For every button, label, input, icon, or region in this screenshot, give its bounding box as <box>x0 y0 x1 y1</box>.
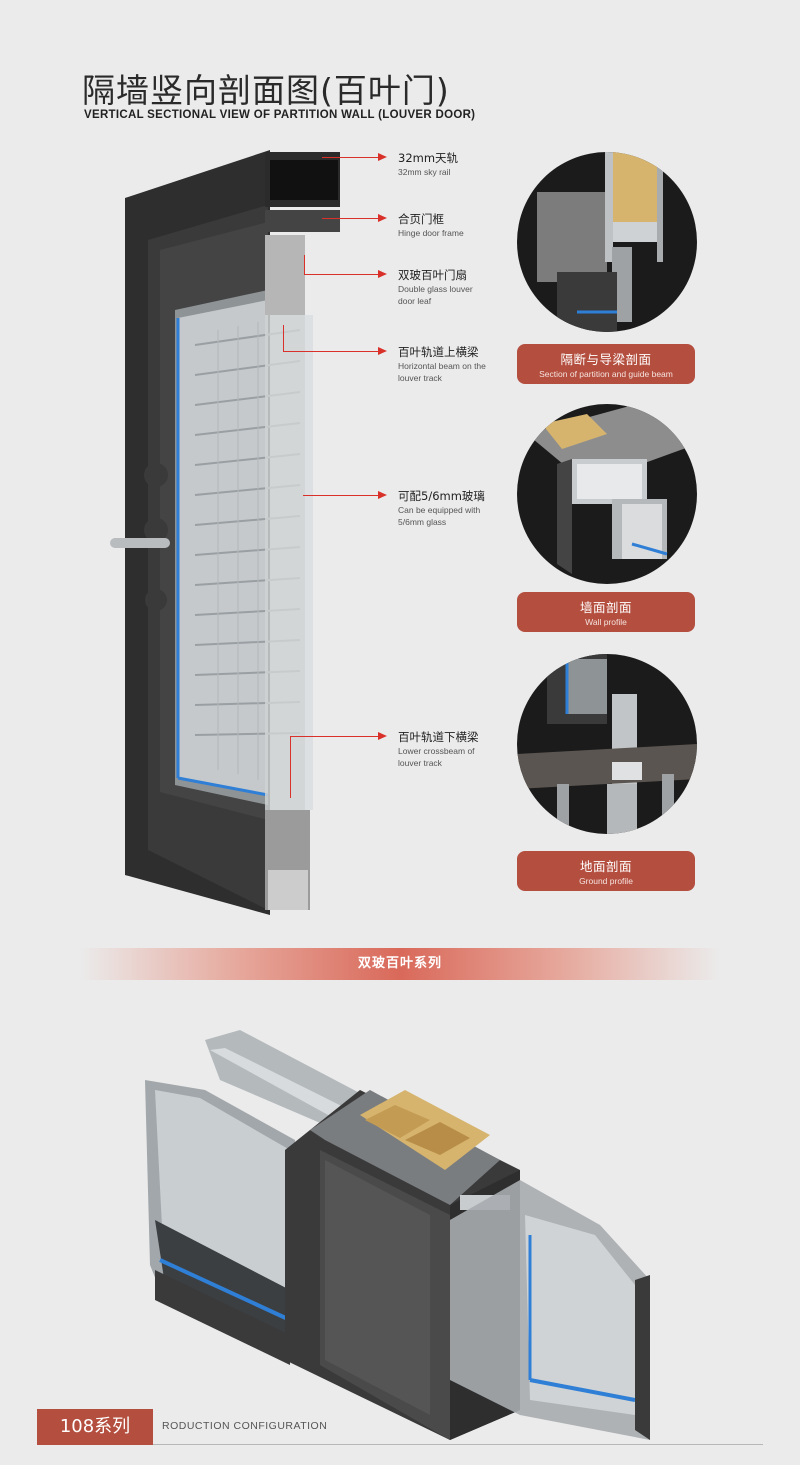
callout-sky-rail: 32mm天轨 32mm sky rail <box>398 150 458 178</box>
callout-label: 百叶轨道下横梁 <box>398 730 479 744</box>
arrow-sky-rail <box>378 153 387 161</box>
callout-label: 双玻百叶门扇 <box>398 268 467 282</box>
badge-label-en: Wall profile <box>585 617 627 627</box>
footer-series-badge: 108系列 <box>37 1409 153 1445</box>
badge-label: 隔断与导梁剖面 <box>560 352 652 367</box>
callout-label-en: louver track <box>398 758 442 768</box>
badge-partition-beam: 隔断与导梁剖面 Section of partition and guide b… <box>517 344 695 384</box>
series-banner: 双玻百叶系列 <box>80 948 720 980</box>
callout-label-en: 5/6mm glass <box>398 517 447 527</box>
badge-label-en: Section of partition and guide beam <box>539 369 673 379</box>
callout-label-en: louver track <box>398 373 442 383</box>
badge-label-en: Ground profile <box>579 876 633 886</box>
leader-lower-beam <box>290 736 380 737</box>
arrow-lower-beam <box>378 732 387 740</box>
page-subtitle: VERTICAL SECTIONAL VIEW OF PARTITION WAL… <box>84 109 476 121</box>
callout-label-en: Lower crossbeam of <box>398 746 475 756</box>
callout-label-en: 32mm sky rail <box>398 167 451 177</box>
callout-label: 32mm天轨 <box>398 151 459 165</box>
callout-label: 合页门框 <box>398 212 444 226</box>
footer-rule <box>37 1444 763 1445</box>
callout-label-en: Double glass louver <box>398 284 473 294</box>
badge-ground: 地面剖面 Ground profile <box>517 851 695 891</box>
footer-caption: RODUCTION CONFIGURATION <box>162 1420 328 1432</box>
sectional-profile-illustration <box>145 1030 650 1440</box>
leader-sky-rail <box>322 157 380 158</box>
detail-wall-image <box>517 404 697 584</box>
leader-upper-beam <box>283 351 380 352</box>
callout-hinge-frame: 合页门框 Hinge door frame <box>398 211 464 239</box>
callout-upper-beam: 百叶轨道上横梁 Horizontal beam on the louver tr… <box>398 344 486 384</box>
arrow-upper-beam <box>378 347 387 355</box>
detail-partition-beam-image <box>517 152 697 332</box>
callout-label-en: Can be equipped with <box>398 505 481 515</box>
callout-label-en: Horizontal beam on the <box>398 361 486 371</box>
callout-label: 可配5/6mm玻璃 <box>398 489 485 503</box>
leader-hinge-frame <box>322 218 380 219</box>
leader-v-upper-beam <box>283 325 284 351</box>
leader-v-leaf <box>304 255 305 275</box>
badge-label: 地面剖面 <box>579 859 632 874</box>
callout-label: 百叶轨道上横梁 <box>398 345 479 359</box>
callout-glass: 可配5/6mm玻璃 Can be equipped with 5/6mm gla… <box>398 488 485 528</box>
arrow-hinge-frame <box>378 214 387 222</box>
leader-glass <box>303 495 380 496</box>
badge-wall: 墙面剖面 Wall profile <box>517 592 695 632</box>
callout-label-en: Hinge door frame <box>398 228 464 238</box>
callout-louver-leaf: 双玻百叶门扇 Double glass louver door leaf <box>398 267 473 307</box>
door-illustration <box>110 150 340 915</box>
page-title: 隔墙竖向剖面图(百叶门) <box>82 71 450 110</box>
callout-lower-beam: 百叶轨道下横梁 Lower crossbeam of louver track <box>398 729 479 769</box>
detail-ground-image <box>517 654 697 834</box>
badge-label: 墙面剖面 <box>579 600 632 615</box>
arrow-glass <box>378 491 387 499</box>
leader-v-lower-beam <box>290 736 291 798</box>
callout-label-en: door leaf <box>398 296 432 306</box>
series-label: 双玻百叶系列 <box>357 956 442 971</box>
arrow-louver-leaf <box>378 270 387 278</box>
leader-louver-leaf <box>304 274 380 275</box>
